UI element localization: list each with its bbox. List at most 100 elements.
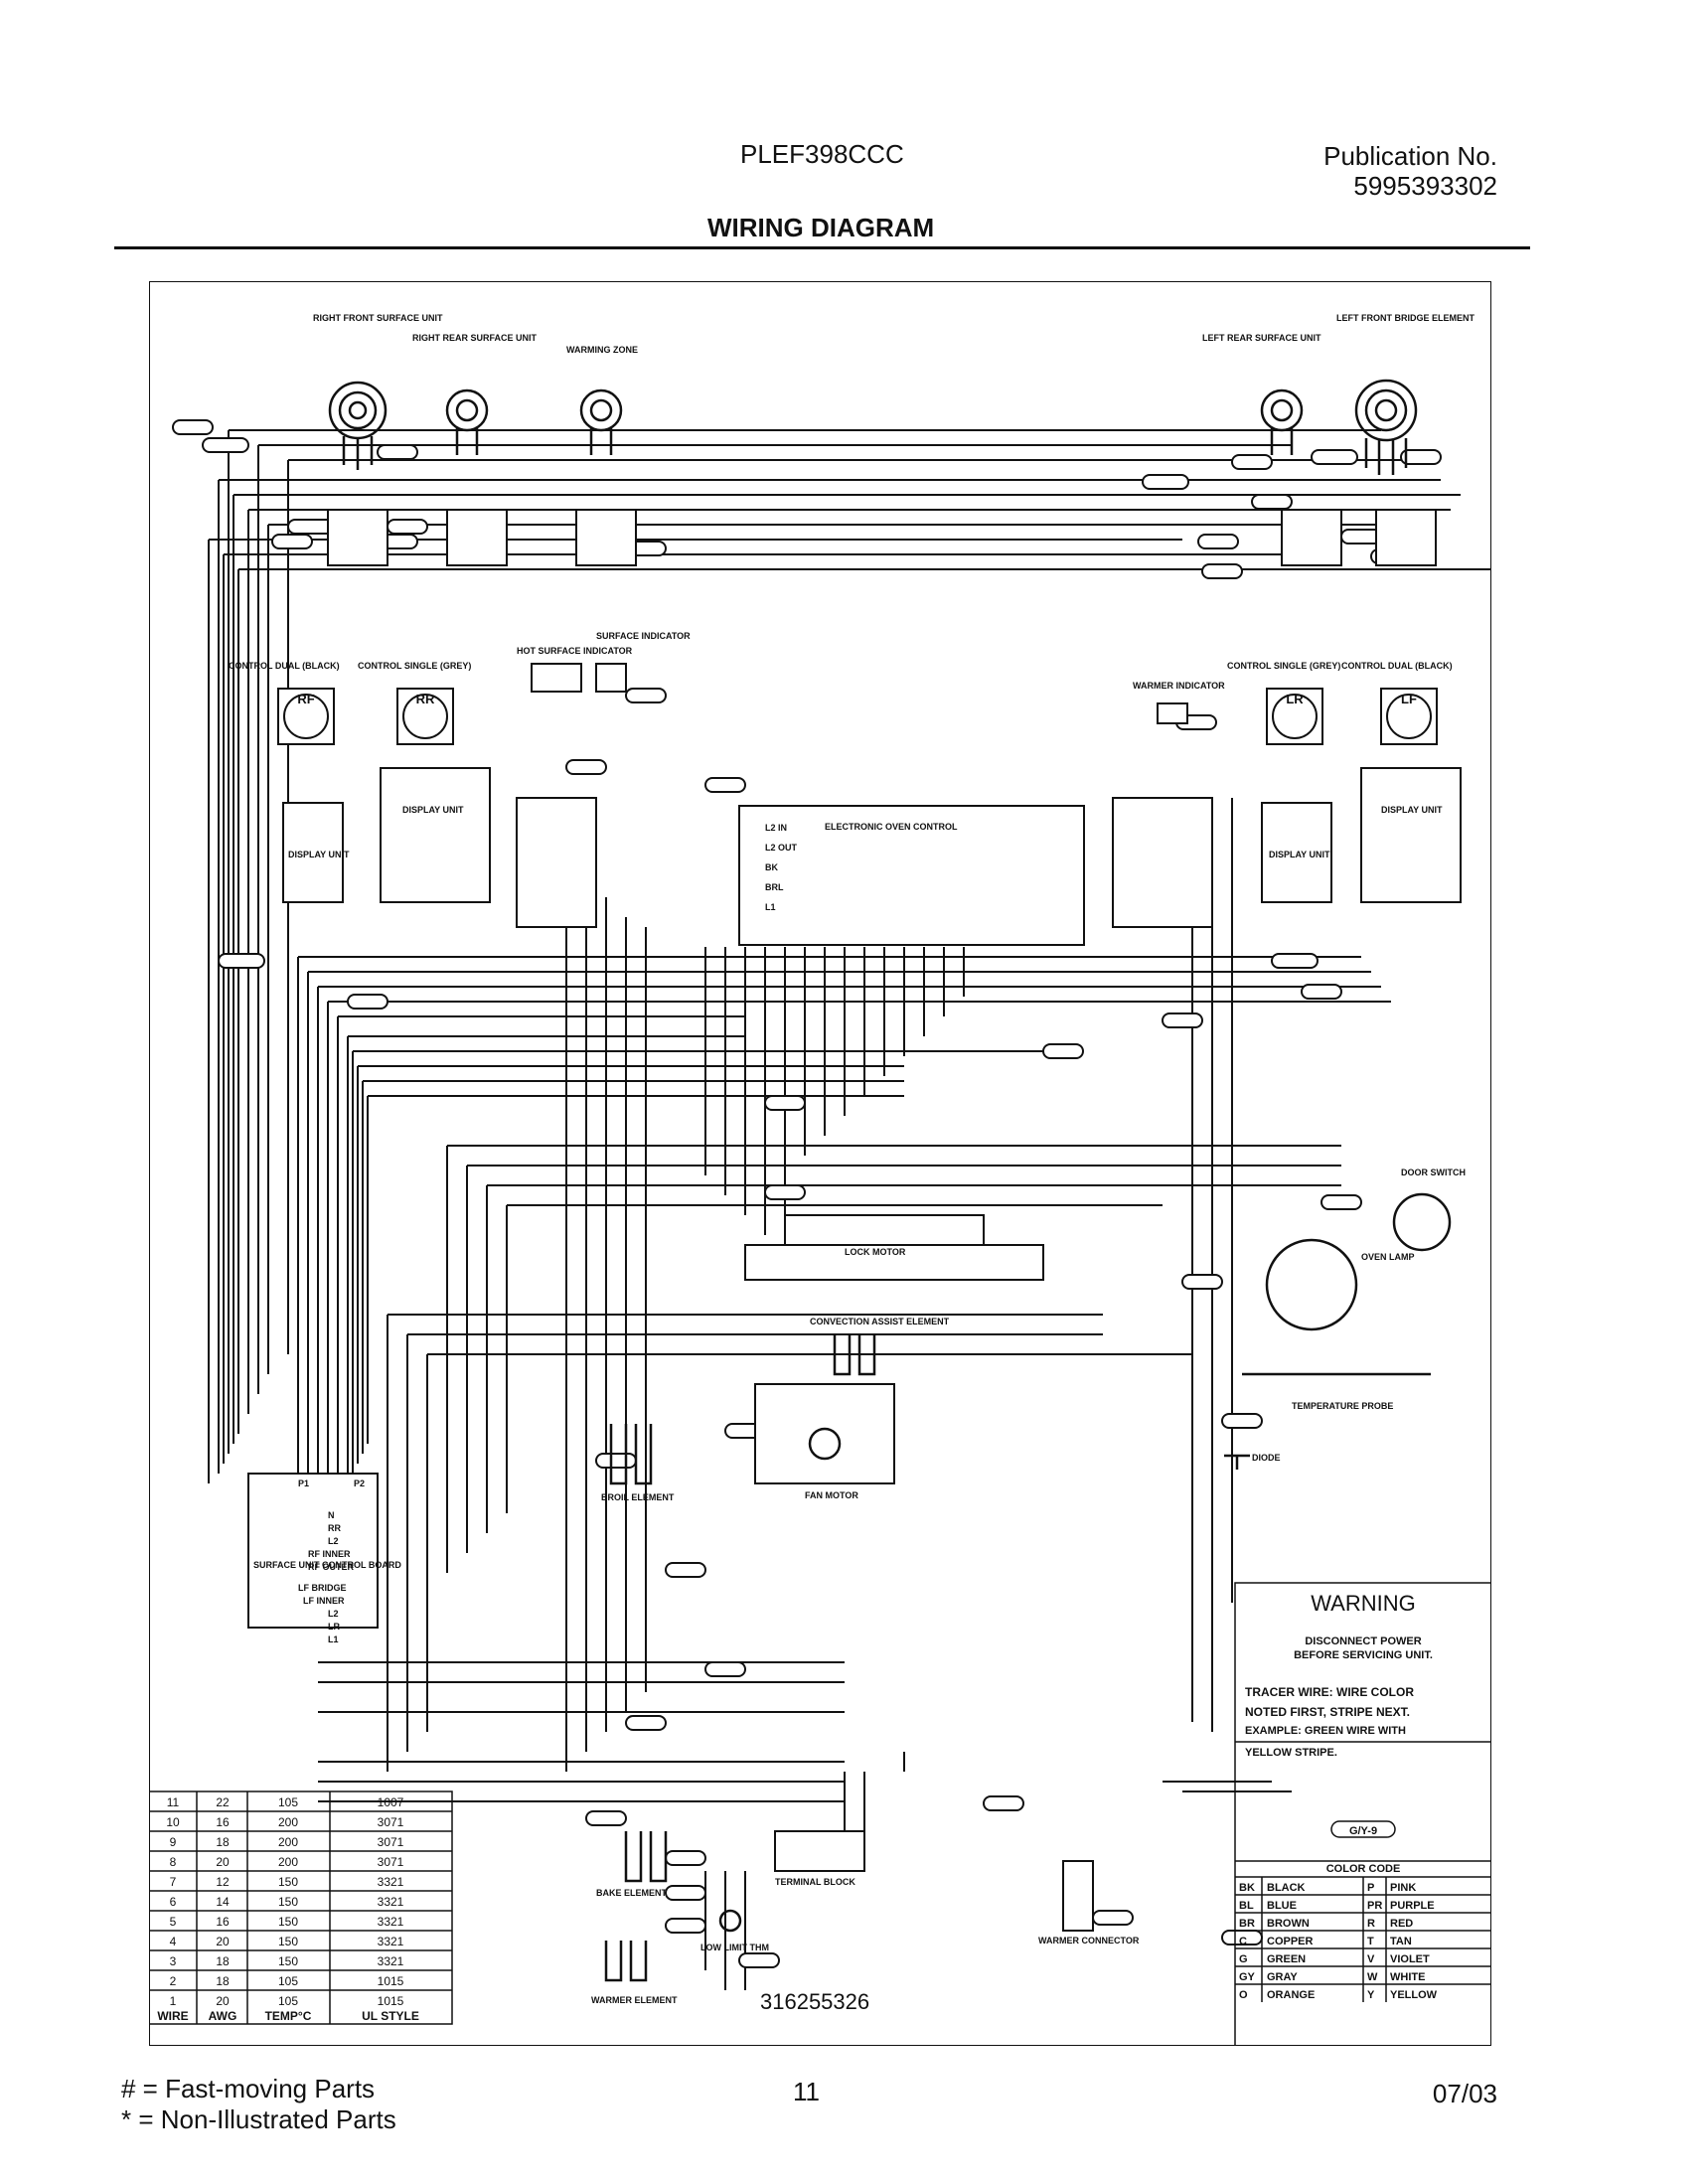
wire-table-cell: 7 xyxy=(170,1875,177,1889)
color-code-cell: WHITE xyxy=(1390,1971,1425,1983)
eoc-terminal: L2 IN xyxy=(765,823,787,833)
scb-pin: LR xyxy=(328,1622,340,1632)
display-unit-left-main xyxy=(380,767,491,903)
hot-surface-indicator-box xyxy=(531,663,582,693)
tracer-line4: YELLOW STRIPE. xyxy=(1245,1747,1337,1759)
color-code-table: BK BLACK P PINK BL BLUE PR PURPLE BR BRO… xyxy=(1239,1882,1438,2001)
fan-motor-circle xyxy=(808,1427,842,1461)
color-code-cell: VIOLET xyxy=(1390,1953,1430,1965)
display-unit-right xyxy=(1261,802,1332,903)
wire-table-cell: 150 xyxy=(278,1935,298,1948)
wire-table-grid xyxy=(149,1790,453,2025)
wire-table-cell: 18 xyxy=(216,1954,230,1968)
header-rule xyxy=(114,246,1530,249)
color-code-cell: PR xyxy=(1367,1900,1382,1912)
wire-table-cell: 20 xyxy=(216,1855,230,1869)
color-code-cell: C xyxy=(1239,1936,1247,1947)
convection-label: CONVECTION ASSIST ELEMENT xyxy=(810,1317,950,1326)
tracer-line1: TRACER WIRE: WIRE COLOR xyxy=(1245,1685,1414,1699)
lf-knob-label: LF xyxy=(1401,692,1417,706)
color-code-cell: BLACK xyxy=(1267,1882,1306,1894)
warmer-indicator-box xyxy=(1157,702,1188,724)
color-code-cell: GRAY xyxy=(1267,1971,1298,1983)
wire-table-cell: 5 xyxy=(170,1915,177,1929)
color-code-cell: RED xyxy=(1390,1918,1413,1930)
low-limit-circle xyxy=(718,1909,742,1933)
color-code-cell: BLUE xyxy=(1267,1900,1297,1912)
color-code-cell: V xyxy=(1367,1953,1375,1965)
scb-pin: RF INNER xyxy=(308,1549,351,1559)
wiring-diagram: 11 22 105 1007 10 16 200 3071 9 18 200 3… xyxy=(149,281,1491,2046)
wire-table-cell: 22 xyxy=(216,1795,230,1809)
warning-text: WARNING DISCONNECT POWER BEFORE SERVICIN… xyxy=(1245,1591,1433,1875)
diagram-title: WIRING DIAGRAM xyxy=(707,213,935,242)
wire-table-header: AWG xyxy=(209,2009,237,2023)
wire-table-cell: 4 xyxy=(170,1935,177,1948)
wire-table-cell: 1015 xyxy=(378,1994,404,2008)
publication-number: 5995393302 xyxy=(1353,171,1497,201)
wire-table-cell: 18 xyxy=(216,1835,230,1849)
color-code-cell: PINK xyxy=(1390,1882,1416,1894)
wire-table-cell: 3321 xyxy=(378,1875,404,1889)
rf-control-title: CONTROL DUAL (BLACK) xyxy=(229,661,340,671)
hot-surface-label: HOT SURFACE INDICATOR xyxy=(517,646,633,656)
temperature-probe-label: TEMPERATURE PROBE xyxy=(1292,1401,1393,1411)
scb-p2: P2 xyxy=(354,1479,365,1488)
wire-table-cell: 20 xyxy=(216,1935,230,1948)
bake-element-shape xyxy=(624,1831,668,1883)
terminal-block-label: TERMINAL BLOCK xyxy=(775,1877,855,1887)
model-number: PLEF398CCC xyxy=(740,139,904,169)
surface-relay xyxy=(516,797,597,928)
wire-table-cell: 3321 xyxy=(378,1954,404,1968)
wire-table-cell: 150 xyxy=(278,1895,298,1909)
door-switch-circle xyxy=(1392,1192,1452,1252)
eoc-terminal: L2 OUT xyxy=(765,843,798,853)
wire-table-cell: 1 xyxy=(170,1994,177,2008)
tracer-line3: EXAMPLE: GREEN WIRE WITH xyxy=(1245,1725,1406,1737)
door-switch-label: DOOR SWITCH xyxy=(1401,1167,1466,1177)
scb-title: SURFACE UNIT CONTROL BOARD xyxy=(253,1560,401,1570)
right-front-coil xyxy=(328,381,388,470)
scb-pin: L1 xyxy=(328,1634,339,1644)
right-rear-coil xyxy=(445,389,489,455)
surface-indicator-label: SURFACE INDICATOR xyxy=(596,631,691,641)
lr-control-title: CONTROL SINGLE (GREY) xyxy=(1227,661,1340,671)
display-unit-label: DISPLAY UNIT xyxy=(288,850,350,859)
wire-table-cell: 3321 xyxy=(378,1935,404,1948)
eoc-terminal: L1 xyxy=(765,902,776,912)
wire-bundle-mid xyxy=(297,798,1391,1990)
color-code-cell: GY xyxy=(1239,1971,1256,1983)
color-code-cell: GREEN xyxy=(1267,1953,1306,1965)
diode-label: DIODE xyxy=(1252,1453,1281,1463)
wire-table-cell: 3071 xyxy=(378,1855,404,1869)
wire-table-cell: 200 xyxy=(278,1855,298,1869)
display-unit-left xyxy=(282,802,344,903)
electronic-oven-control-box xyxy=(738,805,1085,946)
warning-title: WARNING xyxy=(1311,1591,1416,1616)
surface-indicator-box xyxy=(595,663,627,693)
fan-motor-label: FAN MOTOR xyxy=(805,1490,858,1500)
unit-switches xyxy=(327,509,1437,566)
color-code-cell: PURPLE xyxy=(1390,1900,1435,1912)
color-code-cell: COPPER xyxy=(1267,1936,1314,1947)
color-code-cell: BR xyxy=(1239,1918,1255,1930)
wire-table-cell: 12 xyxy=(216,1875,230,1889)
wire-table-cell: 14 xyxy=(216,1895,230,1909)
color-code-cell: P xyxy=(1367,1882,1374,1894)
color-code-cell: Y xyxy=(1367,1989,1375,2001)
lr-knob-label: LR xyxy=(1286,692,1304,706)
wire-table-cell: 1007 xyxy=(378,1795,404,1809)
low-limit-label: LOW LIMIT THM xyxy=(700,1943,769,1952)
control-knob-labels: RF RR LR LF xyxy=(297,692,1417,706)
scb-pin: LF BRIDGE xyxy=(298,1583,347,1593)
lf-control-title: CONTROL DUAL (BLACK) xyxy=(1341,661,1453,671)
component-labels: RIGHT FRONT SURFACE UNIT RIGHT REAR SURF… xyxy=(229,313,1475,2005)
warmer-connector-label: WARMER CONNECTOR xyxy=(1038,1936,1140,1946)
terminal-block-box xyxy=(774,1830,865,1872)
wire-table-cell: 10 xyxy=(166,1815,180,1829)
wire-table-cell: 3071 xyxy=(378,1835,404,1849)
wire-table-cell: 150 xyxy=(278,1954,298,1968)
warmer-connector-box xyxy=(1062,1860,1094,1932)
wire-table-cell: 1015 xyxy=(378,1974,404,1988)
oven-lamp-circle xyxy=(1265,1238,1358,1331)
